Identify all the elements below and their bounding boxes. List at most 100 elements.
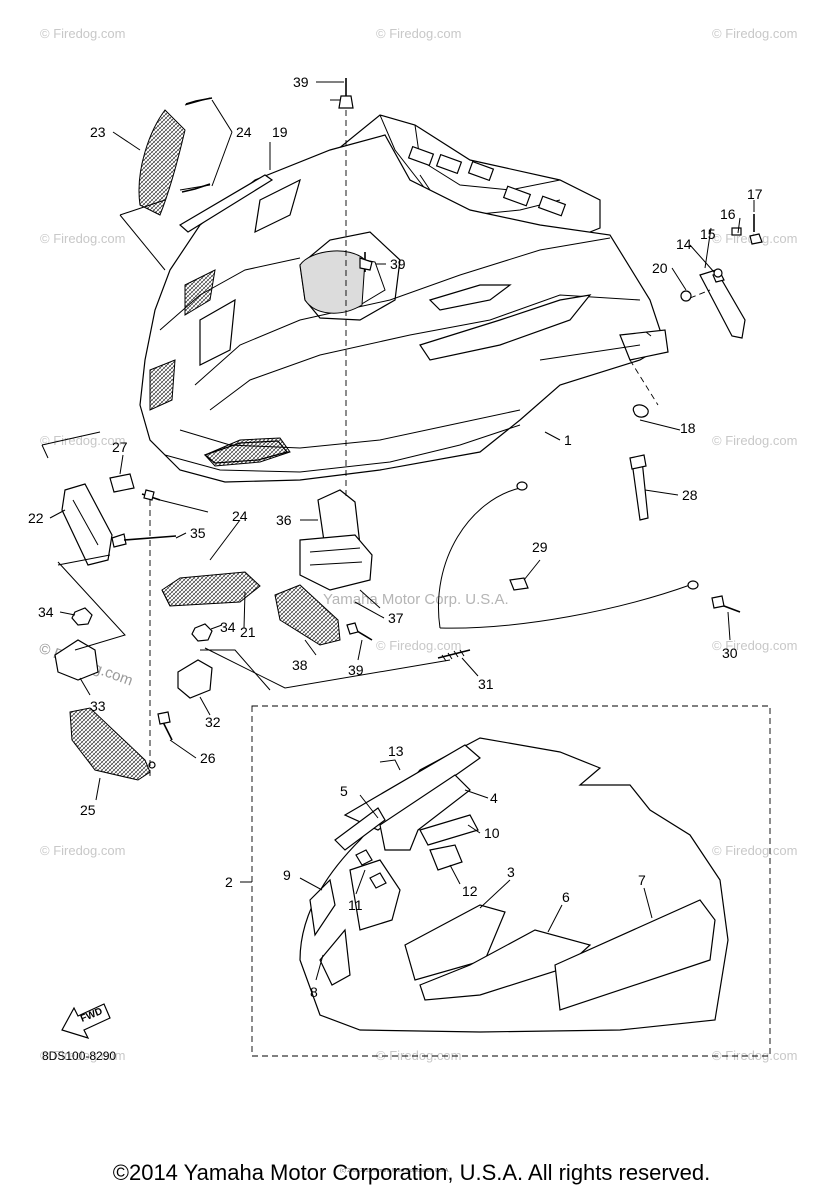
watermark-text: © Firedog.com	[376, 1048, 461, 1063]
leader-line	[41, 431, 101, 446]
leader-line	[204, 647, 451, 689]
part-37-bracket	[299, 534, 373, 591]
diagram-code: 8DS100-8290	[42, 1049, 116, 1063]
callout-2: 2	[225, 874, 233, 890]
watermark-text: © Firedog.com	[40, 231, 125, 246]
callout-24: 24	[232, 508, 248, 524]
watermark-text: © Firedog.com	[376, 26, 461, 41]
callout-14: 14	[676, 236, 692, 252]
leader-line	[639, 419, 681, 431]
callout-33: 33	[90, 698, 106, 714]
part-29-cable	[438, 481, 699, 629]
callout-13: 13	[388, 743, 404, 759]
part-32-bracket	[177, 659, 213, 699]
callout-18: 18	[680, 420, 696, 436]
callout-39: 39	[293, 74, 309, 90]
callout-38: 38	[292, 657, 308, 673]
part-30-rivet	[711, 595, 741, 613]
callout-25: 25	[80, 802, 96, 818]
callout-35: 35	[190, 525, 206, 541]
part-26-rivet	[157, 711, 173, 741]
watermark-text: © Firedog.com	[712, 1048, 797, 1063]
part-24-rivet-lower	[141, 489, 209, 513]
callout-34: 34	[38, 604, 54, 620]
callout-numbers: 39 24 19 23 39 17 16 15 14 20 18 1 28 27…	[28, 74, 763, 1000]
callout-16: 16	[720, 206, 736, 222]
callout-5: 5	[340, 783, 348, 799]
callout-29: 29	[532, 539, 548, 555]
part-22-bracket	[61, 483, 113, 566]
watermark-text: © Firedog.com	[40, 843, 125, 858]
leader-lines	[49, 81, 755, 981]
callout-32: 32	[205, 714, 221, 730]
fastener-39-mid	[359, 252, 373, 272]
part-20-grommet	[680, 289, 711, 302]
leader-line	[41, 444, 49, 459]
part-38-lens	[274, 584, 341, 646]
leader-line	[57, 561, 126, 651]
callout-21: 21	[240, 624, 256, 640]
part-27-clip	[109, 473, 135, 493]
callout-8: 8	[310, 984, 318, 1000]
callout-37: 37	[388, 610, 404, 626]
callout-26: 26	[200, 750, 216, 766]
callout-11: 11	[348, 897, 363, 913]
part-35-screw	[111, 533, 177, 548]
callout-31: 31	[478, 676, 494, 692]
leader-line	[57, 554, 111, 566]
callout-34: 34	[220, 619, 236, 635]
part-31-spring	[437, 649, 471, 662]
graphics-kit-box	[240, 705, 771, 1057]
callout-27: 27	[112, 439, 128, 455]
leader-line	[629, 359, 659, 406]
watermark-center-text: Yamaha Motor Corp. U.S.A.	[323, 591, 509, 608]
part-33-bracket	[54, 639, 99, 681]
watermark-text: © Firedog.com	[40, 433, 125, 448]
callout-9: 9	[283, 867, 291, 883]
watermark-text: © Firedog.com	[712, 26, 797, 41]
callout-6: 6	[562, 889, 570, 905]
fastener-39-top	[330, 78, 354, 240]
part-23-lens	[119, 97, 213, 271]
callout-17: 17	[747, 186, 763, 202]
callout-20: 20	[652, 260, 668, 276]
part-15-16-17-hardware	[713, 214, 763, 278]
tiny-copyright-text: (c) 2005-2015 Yamaha Motor Corporation, …	[340, 1168, 450, 1174]
callout-15: 15	[700, 226, 716, 242]
callout-39: 39	[390, 256, 406, 272]
callout-23: 23	[90, 124, 106, 140]
callout-30: 30	[722, 645, 738, 661]
part-34-nut	[71, 607, 93, 626]
part-28-cable-tie	[629, 454, 649, 521]
callout-3: 3	[507, 864, 515, 880]
copyright-footer: ©2014 Yamaha Motor Corporation, U.S.A. A…	[112, 1160, 711, 1185]
watermark-text: © Firedog.com	[40, 26, 125, 41]
leader-line	[359, 589, 381, 609]
callout-28: 28	[682, 487, 698, 503]
watermark-text: © Firedog.com	[712, 843, 797, 858]
part-19-stripe	[178, 174, 274, 233]
watermark-text: © Firedog.com	[712, 433, 797, 448]
part-21-vent	[161, 571, 261, 607]
callout-4: 4	[490, 790, 498, 806]
hood-assembly	[139, 114, 669, 483]
callout-10: 10	[484, 825, 500, 841]
part-18-grommet	[632, 404, 649, 418]
callout-1: 1	[564, 432, 572, 448]
watermark-text: © Firedog.com	[376, 638, 461, 653]
callout-22: 22	[28, 510, 44, 526]
part-25-lower-trim	[69, 707, 156, 781]
callout-19: 19	[272, 124, 288, 140]
leader-line	[200, 649, 271, 691]
watermark-text: © Firedog.com	[712, 638, 797, 653]
fwd-arrow-icon: FWD	[61, 1003, 111, 1039]
callout-24: 24	[236, 124, 252, 140]
watermark-text: © Firedog.com	[40, 1048, 125, 1063]
callout-7: 7	[638, 872, 646, 888]
part-39-bottom-rivet	[346, 622, 373, 641]
part-14-strap	[699, 269, 746, 339]
part-34b-nut	[191, 623, 213, 642]
callout-39: 39	[348, 662, 364, 678]
callout-36: 36	[276, 512, 292, 528]
